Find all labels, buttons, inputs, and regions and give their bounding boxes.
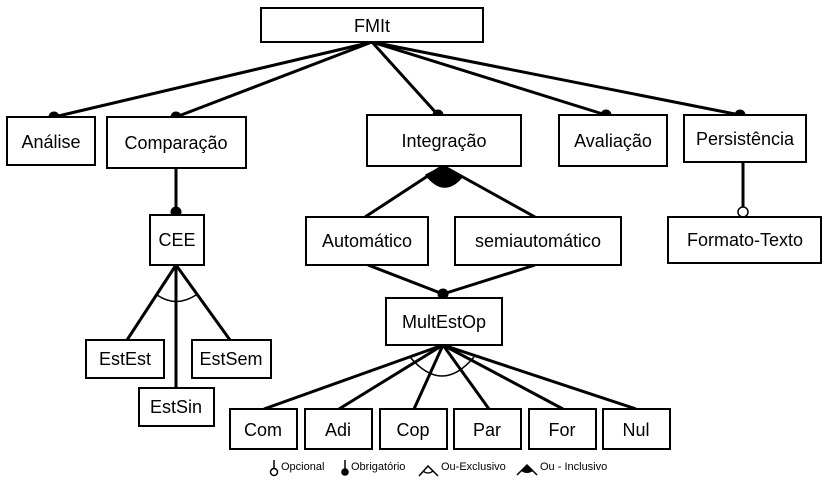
edge-cee-estsem	[174, 264, 232, 341]
node-estest: EstEst	[85, 339, 165, 379]
mandatory-dot-multestop	[437, 288, 449, 300]
node-cee-label: CEE	[158, 230, 195, 250]
node-comparacao-label: Comparação	[124, 133, 227, 153]
node-nul-label: Nul	[622, 420, 649, 440]
legend-ou-inclusivo-label: Ou - Inclusivo	[540, 461, 607, 473]
edge-multestop-adi	[338, 343, 444, 411]
node-avaliacao-label: Avaliação	[574, 131, 652, 151]
node-formato-texto-label: Formato-Texto	[687, 230, 803, 250]
edge-root-persistencia	[371, 40, 741, 117]
optional-dot-formatotexto	[737, 206, 749, 218]
node-adi-label: Adi	[325, 420, 351, 440]
node-semiautomatico: semiautomático	[454, 216, 622, 266]
edge-cee-estest	[125, 264, 178, 341]
or-legend-fill-icon	[521, 465, 533, 473]
edge-root-analise	[53, 40, 373, 119]
edge-multestop-for	[442, 343, 564, 411]
node-semiautomatico-label: semiautomático	[475, 231, 601, 251]
node-integracao: Integração	[366, 114, 522, 167]
edge-automatico-multestop	[367, 263, 444, 296]
legend-ou-inclusivo: Ou - Inclusivo	[516, 461, 607, 476]
group-markers	[156, 165, 475, 377]
node-nul: Nul	[602, 408, 671, 450]
node-estsem-label: EstSem	[199, 349, 262, 369]
node-analise-label: Análise	[21, 132, 80, 152]
node-adi: Adi	[304, 408, 373, 450]
node-com: Com	[229, 408, 298, 450]
node-integracao-label: Integração	[401, 131, 486, 151]
node-par: Par	[453, 408, 522, 450]
node-estsin: EstSin	[138, 387, 215, 427]
node-multestop: MultEstOp	[385, 297, 503, 346]
node-analise: Análise	[6, 116, 96, 166]
node-avaliacao: Avaliação	[558, 114, 668, 167]
edge-root-comparacao	[175, 40, 373, 119]
legend: Opcional Obrigatório Ou-Exclusivo Ou - I…	[269, 460, 607, 477]
node-for-label: For	[549, 420, 576, 440]
edge-multestop-par	[441, 344, 491, 410]
nodes: FMIt Análise Comparação Integração Avali…	[6, 7, 822, 450]
node-cop-label: Cop	[396, 420, 429, 440]
legend-opcional-label: Opcional	[281, 461, 324, 473]
node-persistencia-label: Persistência	[696, 129, 795, 149]
node-cee: CEE	[149, 214, 205, 266]
node-for: For	[528, 408, 597, 450]
node-par-label: Par	[473, 420, 501, 440]
edge-multestop-nul	[442, 343, 637, 411]
legend-obrigatorio-label: Obrigatório	[351, 461, 405, 473]
xor-legend-arc-icon	[422, 470, 434, 474]
node-estest-label: EstEst	[99, 349, 151, 369]
node-estsem: EstSem	[191, 339, 272, 379]
xor-arc-multestop	[409, 356, 475, 377]
optional-legend-circle-icon	[269, 467, 279, 477]
mandatory-legend-circle-icon	[341, 468, 349, 476]
node-fmit-label: FMIt	[354, 16, 390, 36]
edge-multestop-com	[263, 343, 444, 411]
legend-ou-exclusivo: Ou-Exclusivo	[418, 461, 506, 477]
edge-multestop-cop	[412, 344, 445, 410]
node-cop: Cop	[379, 408, 448, 450]
node-formato-texto: Formato-Texto	[667, 216, 822, 264]
edge-root-integracao	[370, 40, 440, 117]
xor-legend-icon	[418, 464, 439, 477]
legend-obrigatorio: Obrigatório	[341, 460, 405, 476]
legend-ou-exclusivo-label: Ou-Exclusivo	[441, 461, 506, 473]
legend-opcional: Opcional	[269, 460, 324, 477]
edge-semiautomatico-multestop	[442, 263, 536, 296]
node-automatico-label: Automático	[322, 231, 412, 251]
node-com-label: Com	[244, 420, 282, 440]
node-fmit: FMIt	[260, 7, 484, 43]
node-comparacao: Comparação	[106, 116, 247, 169]
node-persistencia: Persistência	[683, 114, 807, 163]
edge-root-avaliacao	[371, 40, 607, 117]
xor-arc-cee	[156, 294, 197, 303]
or-inclusive-marker	[424, 165, 464, 188]
node-multestop-label: MultEstOp	[402, 312, 486, 332]
node-automatico: Automático	[305, 216, 429, 266]
node-estsin-label: EstSin	[150, 397, 202, 417]
